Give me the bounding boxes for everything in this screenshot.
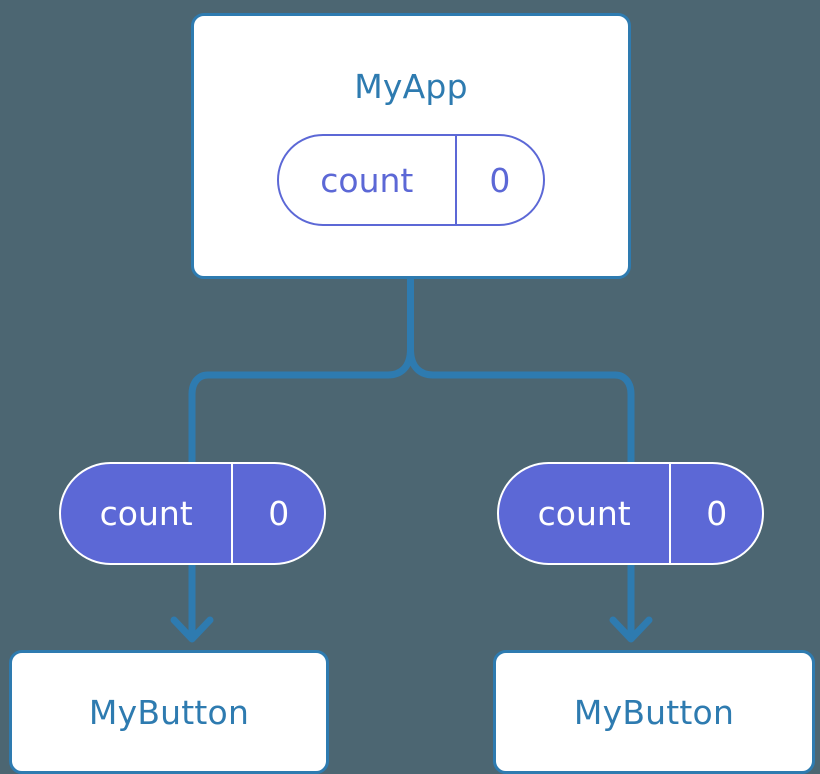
- branch-right: [407, 348, 635, 462]
- component-box-mybutton-left[interactable]: MyButton: [9, 650, 329, 774]
- prop-pill-left-key: count: [99, 494, 193, 533]
- state-pill-root-key: count: [320, 160, 414, 200]
- arrow-head-left: [170, 616, 214, 643]
- component-title-mybutton-left: MyButton: [88, 692, 250, 732]
- prop-pill-left[interactable]: count 0: [59, 462, 326, 565]
- component-title-mybutton-right: MyButton: [573, 692, 735, 732]
- state-pill-root-value: 0: [454, 136, 543, 224]
- prop-pill-right-key: count: [537, 494, 631, 533]
- prop-pill-right[interactable]: count 0: [497, 462, 764, 565]
- prop-pill-left-value: 0: [231, 464, 324, 563]
- prop-pill-right-value: 0: [669, 464, 762, 563]
- component-box-mybutton-right[interactable]: MyButton: [493, 650, 815, 774]
- branch-left: [188, 348, 414, 462]
- arrow-head-right: [609, 616, 653, 643]
- state-pill-root[interactable]: count 0: [277, 134, 545, 226]
- component-title-myapp: MyApp: [354, 67, 468, 106]
